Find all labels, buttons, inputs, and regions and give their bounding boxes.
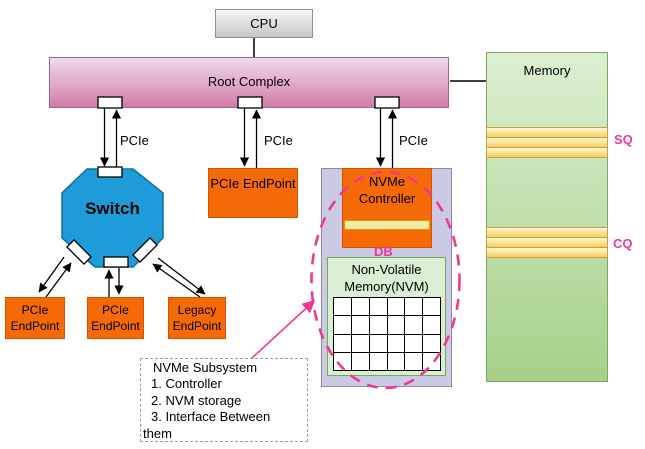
- direct-pcie-endpoint-node: [208, 168, 298, 218]
- direct-pcie-endpoint-label: PCIe EndPoint: [210, 176, 296, 191]
- pcie-link-label-nvme: PCIe: [399, 133, 428, 148]
- root-complex-label: Root Complex: [207, 74, 291, 89]
- controller-register-stripe: [344, 220, 430, 230]
- note-item: them: [143, 425, 172, 441]
- legacy-endpoint-label: Legacy EndPoint: [172, 303, 222, 333]
- switch-ep3-link-up: [152, 263, 201, 298]
- note-title: NVMe Subsystem: [153, 360, 258, 375]
- memory-node: [486, 52, 608, 382]
- nvm-label: Non-Volatile Memory(NVM): [344, 262, 429, 294]
- switch-ep3-link-down: [157, 257, 206, 295]
- pcie-link-label-switch: PCIe: [120, 133, 149, 148]
- switch-top-port: [97, 166, 123, 178]
- sq-stripe: [486, 147, 608, 158]
- cq-label: CQ: [613, 236, 633, 251]
- submission-queue-stripes: [486, 127, 608, 158]
- legacy-endpoint-node: [168, 297, 226, 339]
- note-pointer-arrow: [251, 299, 316, 359]
- switch-bottom-port: [103, 256, 129, 268]
- doorbell-label: DB: [374, 244, 393, 259]
- pcie-endpoint-1-node: [5, 297, 65, 339]
- completion-queue-stripes: [486, 227, 608, 258]
- cpu-node: [215, 9, 313, 38]
- pcie-link-label-endpoint: PCIe: [264, 133, 293, 148]
- switch-bottomleft-port: [66, 239, 92, 265]
- pcie-endpoint-2-label: PCIe EndPoint: [91, 303, 140, 333]
- pcie-endpoint-2-node: [87, 297, 144, 339]
- switch-ep1-link-up: [45, 262, 72, 298]
- nvme-subsystem-note: NVMe Subsystem 1. Controller 2. NVM stor…: [140, 358, 308, 442]
- nvm-storage-grid: [333, 297, 441, 371]
- cq-stripe: [486, 247, 608, 258]
- memory-label: Memory: [523, 63, 571, 78]
- cpu-label: CPU: [250, 16, 278, 31]
- note-item: 3. Interface Between: [151, 409, 271, 425]
- note-item: 1. Controller: [151, 376, 222, 392]
- pcie-endpoint-1-label: PCIe EndPoint: [10, 303, 60, 333]
- switch-label: Switch: [85, 199, 140, 218]
- switch-bottomright-port: [132, 237, 158, 263]
- switch-node: [61, 168, 164, 268]
- sq-label: SQ: [614, 132, 633, 147]
- switch-ep1-link-down: [38, 256, 65, 293]
- note-item: 2. NVM storage: [151, 392, 242, 408]
- nvme-controller-label: NVMe Controller: [358, 174, 416, 206]
